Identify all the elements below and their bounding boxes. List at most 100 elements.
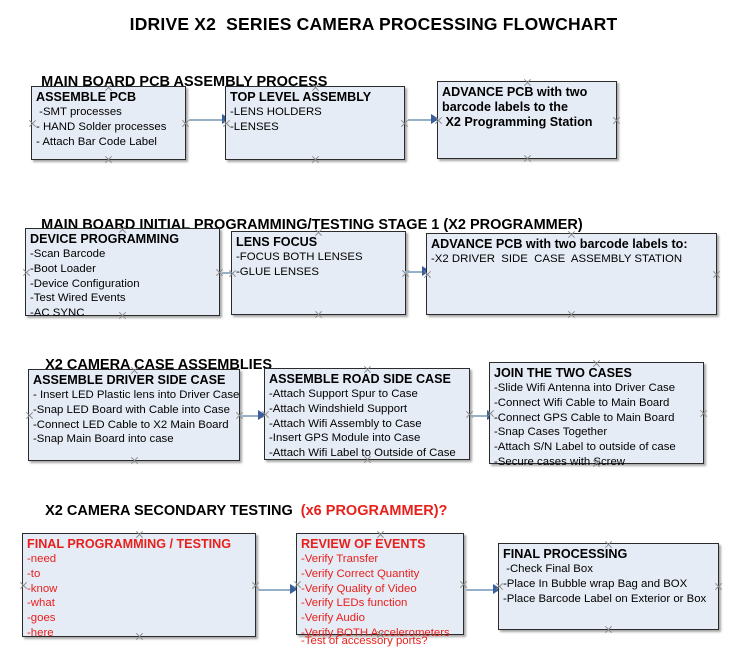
node-line: -Verify LEDs function (301, 597, 408, 610)
node-line: -Connect GPS Cable to Main Board (494, 411, 675, 424)
connection-handle-bottom[interactable] (311, 155, 320, 164)
node-line: -Attach S/N Label to outside of case (494, 441, 676, 454)
node-line: -Secure cases with Screw (494, 456, 626, 468)
node-title: FINAL PROCESSING (503, 547, 628, 561)
node-assemble-driver-side-case[interactable]: ASSEMBLE DRIVER SIDE CASE - Insert LED P… (28, 369, 240, 461)
node-title: ADVANCE PCB with two barcode labels to: (431, 237, 688, 251)
node-line: -Verify Correct Quantity (301, 567, 420, 580)
connector-shaft (466, 589, 494, 591)
connection-handle-top[interactable] (567, 230, 576, 239)
node-assemble-road-side-case[interactable]: ASSEMBLE ROAD SIDE CASE -Attach Support … (264, 368, 470, 460)
node-title: ASSEMBLE ROAD SIDE CASE (269, 372, 451, 386)
connection-handle-bottom[interactable] (104, 155, 113, 164)
node-line: -Slide Wifi Antenna into Driver Case (494, 381, 676, 394)
node-lens-focus[interactable]: LENS FOCUS -FOCUS BOTH LENSES -GLUE LENS… (231, 231, 406, 315)
connection-handle-left[interactable] (486, 409, 495, 418)
connector-shaft (408, 119, 432, 121)
node-line: -Place Barcode Label on Exterior or Box (503, 592, 707, 605)
node-line: -Attach Windshield Support (269, 402, 408, 415)
node-advance-pcb-to-driver-side-case-assembly-station[interactable]: ADVANCE PCB with two barcode labels to: … (426, 233, 717, 315)
node-line: -need (27, 552, 57, 565)
connection-handle-top[interactable] (314, 228, 323, 237)
connection-handle-bottom[interactable] (135, 632, 144, 641)
connection-handle-left[interactable] (222, 119, 231, 128)
connection-handle-top[interactable] (118, 225, 127, 234)
node-overflow-line: -Test of accessory ports? (301, 635, 428, 647)
connection-handle-bottom[interactable] (592, 459, 601, 468)
connection-handle-left[interactable] (495, 582, 504, 591)
connection-handle-left[interactable] (293, 580, 302, 589)
connection-handle-top[interactable] (376, 530, 385, 539)
node-line: -Test Wired Events (30, 292, 126, 305)
connection-handle-bottom[interactable] (130, 456, 139, 465)
connection-handle-left[interactable] (434, 116, 443, 125)
connection-handle-top[interactable] (604, 540, 613, 549)
node-line: -AC SYNC (30, 307, 85, 320)
connection-handle-top[interactable] (363, 365, 372, 374)
connection-handle-top[interactable] (130, 366, 139, 375)
connection-handle-top[interactable] (523, 78, 532, 87)
node-advance-pcb-to-x2-programming-station[interactable]: ADVANCE PCB with two barcode labels to t… (437, 81, 617, 159)
page-title: IDRIVE X2 SERIES CAMERA PROCESSING FLOWC… (129, 14, 618, 34)
node-body: FINAL PROCESSING -Check Final Box -Place… (499, 544, 718, 606)
connection-handle-left[interactable] (423, 270, 432, 279)
connection-handle-right[interactable] (699, 409, 708, 418)
node-title: TOP LEVEL ASSEMBLY (230, 90, 372, 104)
node-title: ADVANCE PCB with two barcode labels to t… (442, 85, 593, 129)
node-body: ADVANCE PCB with two barcode labels to t… (438, 82, 616, 130)
node-body: LENS FOCUS -FOCUS BOTH LENSES -GLUE LENS… (232, 232, 405, 280)
connector-shaft (242, 415, 259, 417)
node-line: - HAND Solder processes (36, 120, 167, 133)
connection-handle-left[interactable] (261, 410, 270, 419)
connection-handle-top[interactable] (135, 530, 144, 539)
node-line: -Attach Support Spur to Case (269, 387, 418, 400)
node-line: -FOCUS BOTH LENSES (236, 250, 363, 263)
connection-handle-bottom[interactable] (363, 455, 372, 464)
connection-handle-right[interactable] (714, 582, 723, 591)
connection-handle-bottom[interactable] (314, 310, 323, 319)
connection-handle-top[interactable] (104, 83, 113, 92)
node-line: -Snap Main Board into case (33, 433, 174, 446)
node-line: -know (27, 582, 58, 595)
connection-handle-top[interactable] (592, 359, 601, 368)
node-body: ADVANCE PCB with two barcode labels to: … (427, 234, 716, 267)
node-line: -SMT processes (36, 105, 122, 118)
node-line: -Verify Quality of Video (301, 582, 417, 595)
node-body: ASSEMBLE PCB -SMT processes - HAND Solde… (32, 87, 185, 149)
node-line: -Check Final Box (503, 562, 593, 575)
connection-handle-bottom[interactable] (567, 310, 576, 319)
connection-handle-left[interactable] (228, 269, 237, 278)
node-line: -Connect Wifi Cable to Main Board (494, 396, 670, 409)
connection-handle-right[interactable] (712, 270, 721, 279)
section-heading-accent-text: (x6 PROGRAMMER)? (296, 503, 448, 519)
node-assemble-pcb[interactable]: ASSEMBLE PCB -SMT processes - HAND Solde… (31, 86, 186, 160)
node-line: -goes (27, 612, 56, 625)
connection-handle-left[interactable] (19, 581, 28, 590)
connection-handle-left[interactable] (22, 268, 31, 277)
node-join-the-two-cases[interactable]: JOIN THE TWO CASES -Slide Wifi Antenna i… (486, 359, 704, 468)
node-final-processing[interactable]: FINAL PROCESSING -Check Final Box -Place… (498, 543, 719, 630)
node-line: -GLUE LENSES (236, 265, 319, 278)
node-top-level-assembly[interactable]: TOP LEVEL ASSEMBLY -LENS HOLDERS -LENSES (225, 86, 405, 160)
node-device-programming[interactable]: DEVICE PROGRAMMING -Scan Barcode -Boot L… (22, 225, 220, 319)
node-final-programming-testing[interactable]: FINAL PROGRAMMING / TESTING -need -to -k… (19, 530, 256, 639)
node-title: ASSEMBLE DRIVER SIDE CASE (33, 373, 226, 387)
node-line: -Attach Wifi Label to Outside of Case (269, 447, 456, 460)
connection-handle-bottom[interactable] (118, 311, 127, 320)
node-review-of-events[interactable]: REVIEW OF EVENTS -Verify Transfer -Verif… (293, 530, 464, 647)
node-line: -Insert GPS Module into Case (269, 432, 421, 445)
node-body: JOIN THE TWO CASES -Slide Wifi Antenna i… (490, 363, 703, 470)
connection-handle-top[interactable] (311, 83, 320, 92)
connection-handle-left[interactable] (28, 119, 37, 128)
node-body: REVIEW OF EVENTS -Verify Transfer -Verif… (297, 534, 463, 641)
connection-handle-right[interactable] (612, 116, 621, 125)
node-body: ASSEMBLE DRIVER SIDE CASE - Insert LED P… (29, 370, 239, 447)
connection-handle-bottom[interactable] (604, 625, 613, 634)
node-line: -Snap LED Board with Cable into Case (33, 403, 230, 416)
connection-handle-bottom[interactable] (523, 154, 532, 163)
node-line: -Verify BOTH Accelerometers (301, 627, 450, 639)
node-line: -Connect LED Cable to X2 Main Board (33, 418, 229, 431)
connection-handle-bottom[interactable] (376, 630, 385, 639)
node-body: ASSEMBLE ROAD SIDE CASE -Attach Support … (265, 369, 469, 461)
connection-handle-left[interactable] (25, 411, 34, 420)
